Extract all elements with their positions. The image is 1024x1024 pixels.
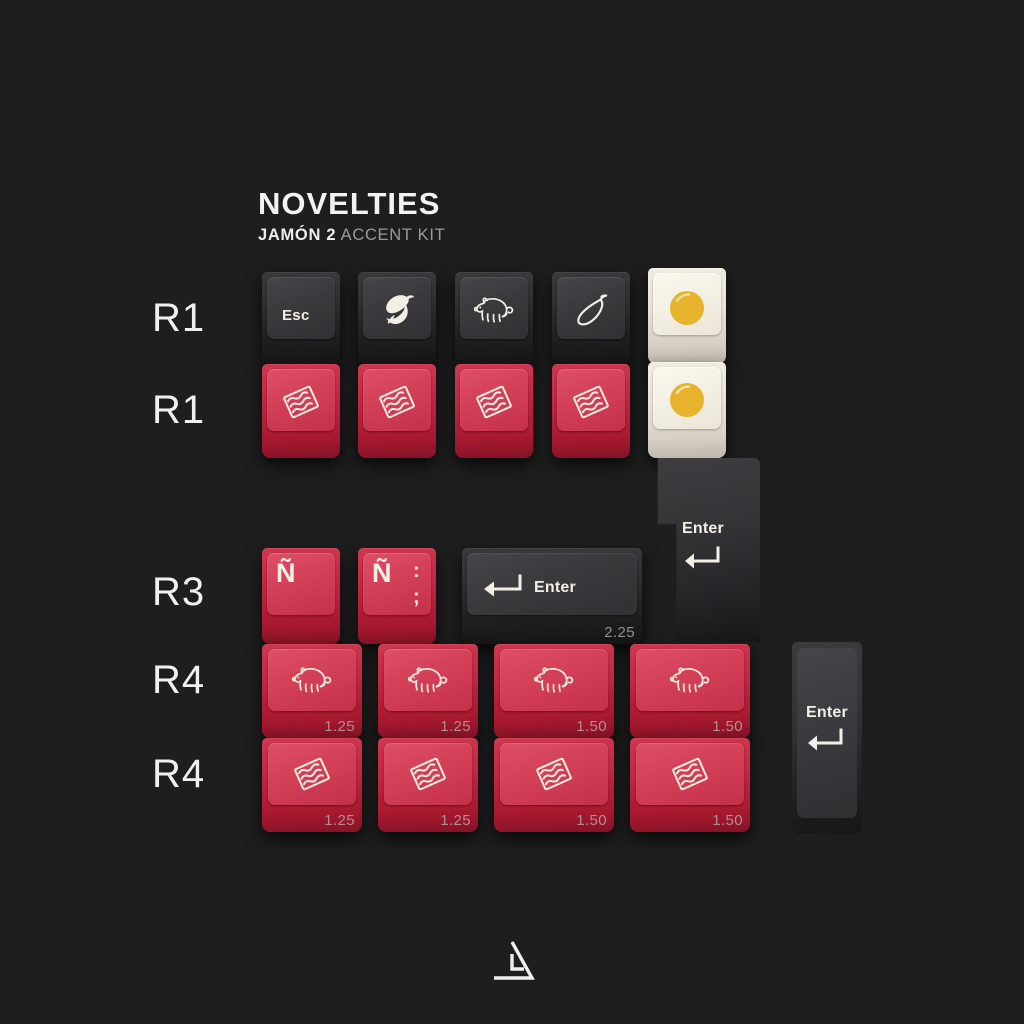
enye-legend: Ñ [372,558,392,588]
bacon-icon [569,382,613,422]
keycap-top [500,649,608,711]
pig-icon [289,664,335,696]
key-size-label: 1.50 [712,718,743,735]
pig-icon [531,664,577,696]
subtitle-kit-type: ACCENT KIT [336,225,446,244]
key-size-label: 1.25 [324,718,355,735]
keycap-top [363,553,431,615]
keycap-top [796,648,858,818]
keycap-top [460,277,528,339]
keycap-top [636,649,744,711]
keycap-top [500,743,608,805]
enter-arrow-icon [807,728,847,754]
row-label-r1-bottom: R1 [152,388,206,432]
key-size-label: 1.25 [324,812,355,829]
pig-key-r4-3[interactable]: 1.50 [494,644,614,738]
key-size-label: 1.25 [440,718,471,735]
keycap-top [267,553,335,615]
subtitle-kit-name: JAMÓN 2 [258,225,337,244]
colon-sublegend: : [413,560,420,582]
bacon-key-r4-4[interactable]: 1.50 [630,738,750,832]
triangle-logo [487,938,537,984]
keycap-top [384,743,472,805]
bacon-icon [406,754,450,794]
fried-egg-icon [667,380,707,420]
keycap-top [636,743,744,805]
enye-colon-key[interactable]: Ñ : ; [358,548,436,644]
row-label-r4-bottom: R4 [152,752,206,796]
acorn-icon [377,292,417,328]
bacon-key-1[interactable] [262,364,340,458]
bacon-key-r4-3[interactable]: 1.50 [494,738,614,832]
keycap-top [557,369,625,431]
keycap-top [267,369,335,431]
pig-icon [667,664,713,696]
enye-key[interactable]: Ñ [262,548,340,644]
bacon-key-3[interactable] [455,364,533,458]
pig-key-r4-4[interactable]: 1.50 [630,644,750,738]
acorn-key[interactable] [358,272,436,364]
key-size-label: 1.50 [712,812,743,829]
keycap-top [267,277,335,339]
enter-legend: Enter [806,704,848,721]
bacon-icon [472,382,516,422]
keycap-top [467,553,637,615]
page-title: NOVELTIES [258,186,441,221]
keycap-top [268,743,356,805]
esc-legend: Esc [282,307,310,324]
row-label-r4-top: R4 [152,658,206,702]
enter-arrow-icon [684,546,724,572]
key-size-label: 2.25 [604,624,635,641]
esc-key[interactable]: Esc [262,272,340,364]
bacon-key-2[interactable] [358,364,436,458]
chili-pepper-key[interactable] [552,272,630,364]
bacon-key-r4-1[interactable]: 1.25 [262,738,362,832]
pig-key-r4-2[interactable]: 1.25 [378,644,478,738]
fried-egg-icon [667,288,707,328]
fried-egg-key-2[interactable] [648,362,726,458]
header: NOVELTIES JAMÓN 2 ACCENT KIT [258,186,445,245]
keycap-top [363,369,431,431]
keycap-top [460,369,528,431]
pig-icon [471,294,517,326]
pig-icon [405,664,451,696]
key-size-label: 1.25 [440,812,471,829]
fried-egg-key[interactable] [648,268,726,364]
key-size-label: 1.50 [576,718,607,735]
semicolon-sublegend: ; [413,586,420,608]
keycap-top [384,649,472,711]
enter-legend: Enter [534,579,576,596]
bacon-icon [375,382,419,422]
page-subtitle: JAMÓN 2 ACCENT KIT [258,226,445,245]
key-size-label: 1.50 [576,812,607,829]
bacon-key-r4-2[interactable]: 1.25 [378,738,478,832]
keycap-top [557,277,625,339]
bacon-key-4[interactable] [552,364,630,458]
bacon-icon [290,754,334,794]
pig-key-r4-1[interactable]: 1.25 [262,644,362,738]
keycap-top [268,649,356,711]
enter-key-2-25u[interactable]: Enter 2.25 [462,548,642,644]
enter-legend: Enter [682,520,724,537]
chili-pepper-icon [571,292,611,330]
row-label-r3: R3 [152,570,206,614]
pig-key[interactable] [455,272,533,364]
enter-key-vertical[interactable]: Enter [792,642,862,834]
bacon-icon [532,754,576,794]
iso-enter-key[interactable]: Enter [650,458,760,642]
bacon-icon [668,754,712,794]
enye-legend: Ñ [276,558,296,588]
enter-arrow-icon [480,574,526,600]
bacon-icon [279,382,323,422]
row-label-r1-top: R1 [152,296,206,340]
